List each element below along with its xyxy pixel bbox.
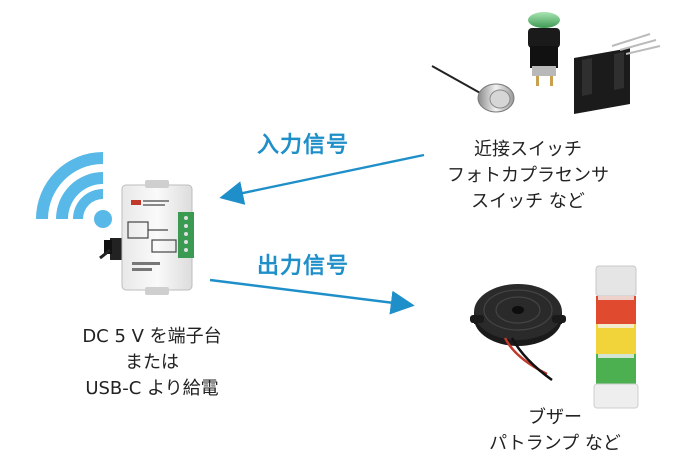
caption-line: または [125, 352, 179, 373]
buzzer-icon [470, 284, 566, 382]
output-signal-label: 出力信号 [257, 254, 350, 279]
input-signal-label: 入力信号 [257, 133, 350, 158]
proximity-sensor-icon [431, 65, 515, 113]
relay-board-device [99, 180, 194, 295]
input-arrow [219, 153, 425, 205]
caption-line: DC 5 V を端子台 [82, 326, 222, 347]
input-devices-caption: 近接スイッチ フォトカプラセンサ スイッチ など [428, 137, 628, 215]
caption-line: USB-C より給電 [85, 378, 219, 399]
caption-line: 近接スイッチ [474, 139, 582, 160]
photo-interrupter-icon [574, 33, 661, 114]
caption-line: スイッチ など [471, 191, 585, 212]
caption-line: パトランプ など [489, 433, 621, 454]
push-button-icon [528, 12, 560, 86]
caption-line: フォトカプラセンサ [447, 165, 609, 186]
signal-tower-lamp-icon [593, 265, 639, 409]
output-arrow [209, 278, 415, 315]
output-devices-caption: ブザー パトランプ など [455, 405, 655, 457]
power-caption: DC 5 V を端子台 または USB-C より給電 [52, 324, 252, 402]
caption-line: ブザー [528, 407, 582, 428]
wifi-icon [36, 152, 112, 228]
